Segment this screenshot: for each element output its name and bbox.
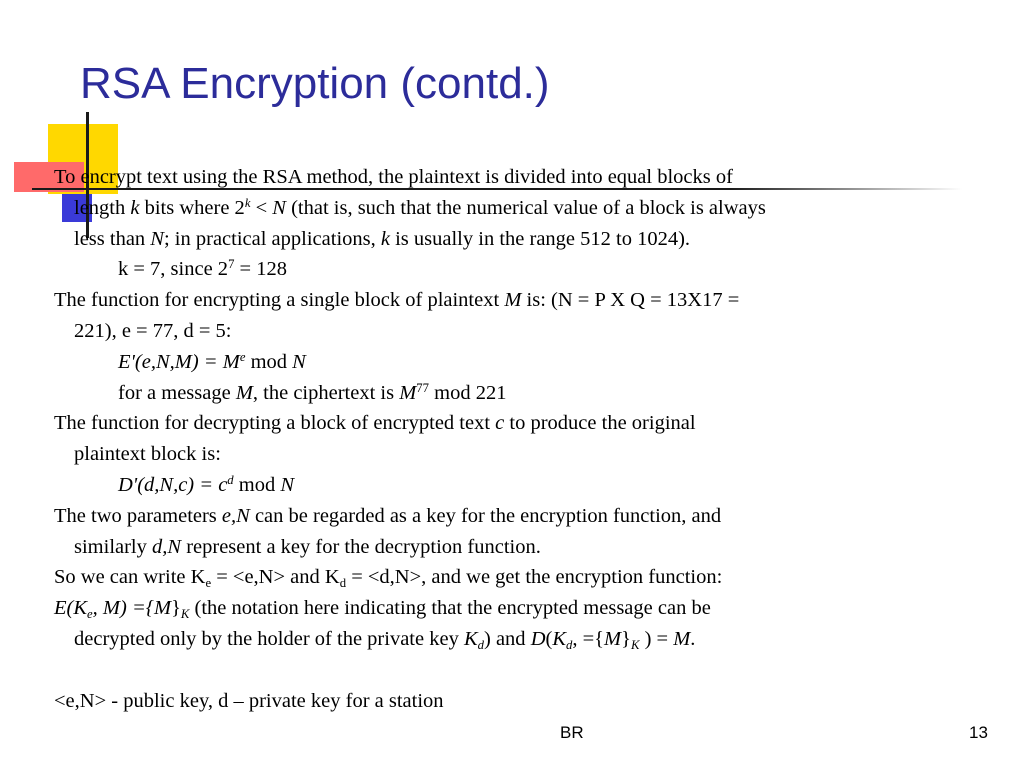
footer-author: BR — [560, 723, 584, 742]
text-segment: plaintext block is: — [74, 443, 221, 466]
slide-title: RSA Encryption (contd.) — [80, 59, 550, 108]
body-line: The function for decrypting a block of e… — [54, 408, 696, 438]
text-segment: N — [150, 227, 164, 250]
text-segment: represent a key for the decryption funct… — [181, 535, 541, 558]
body-line: length k bits where 2k < N (that is, suc… — [74, 193, 766, 223]
text-segment: d — [477, 637, 484, 652]
text-segment: ) = — [639, 628, 674, 650]
text-segment: mod — [245, 350, 293, 373]
body-line: E'(e,N,M) = Me mod N — [118, 347, 306, 377]
text-segment: The function for decrypting a block of e… — [54, 412, 496, 435]
text-segment: E(K — [54, 597, 88, 620]
body-line: k = 7, since 27 = 128 — [118, 254, 287, 284]
text-segment: ; in practical applications, — [163, 227, 381, 250]
body-line: The function for encrypting a single blo… — [54, 285, 739, 315]
text-segment: k — [380, 227, 390, 250]
text-segment: <e,N> - public key, d – private key for … — [54, 689, 444, 712]
text-segment: M — [604, 628, 622, 650]
text-segment: M — [504, 289, 522, 312]
text-segment: 221), e = 77, d = 5: — [74, 320, 232, 342]
text-segment: e — [205, 576, 212, 591]
text-segment: k — [244, 195, 251, 210]
text-segment: K — [180, 607, 190, 621]
text-segment: d,N — [152, 535, 182, 558]
body-line: plaintext block is: — [74, 439, 221, 469]
text-segment: d — [566, 637, 573, 652]
text-segment: d — [227, 473, 234, 488]
text-segment: The function for encrypting a single blo… — [54, 289, 505, 312]
body-line: decrypted only by the holder of the priv… — [74, 624, 695, 654]
body-line: <e,N> - public key, d – private key for … — [54, 686, 444, 716]
body-line: less than N; in practical applications, … — [74, 224, 690, 254]
text-segment: d — [339, 576, 347, 591]
text-segment: , the ciphertext is — [252, 381, 400, 404]
text-segment: similarly — [74, 535, 153, 558]
body-line: E(Ke, M) ={M}K (the notation here indica… — [54, 593, 711, 623]
text-segment: N — [280, 474, 295, 496]
text-segment: N — [272, 196, 286, 219]
text-segment: less than — [74, 227, 151, 250]
body-line: D'(d,N,c) = cd mod N — [118, 470, 294, 500]
body-line: for a message M, the ciphertext is M77 m… — [118, 378, 506, 408]
text-segment: e,N — [221, 504, 250, 527]
text-segment: So we can write K — [54, 566, 206, 589]
text-segment: To encrypt text using the RSA method, th… — [54, 166, 733, 188]
text-segment: length — [74, 196, 131, 219]
text-segment: D — [530, 628, 546, 650]
text-segment: (the notation here indicating that the e… — [189, 597, 711, 620]
text-segment: E'(e,N,M) = M — [118, 350, 240, 373]
text-segment: bits where 2 — [139, 196, 245, 219]
text-segment: k — [130, 196, 140, 219]
text-segment: can be regarded as a key for the encrypt… — [249, 504, 722, 527]
text-segment: K — [463, 628, 478, 650]
text-segment: c — [495, 412, 505, 435]
text-segment: M — [673, 628, 691, 650]
text-segment: The two parameters — [54, 504, 222, 527]
text-segment: M — [235, 381, 253, 404]
text-segment: mod — [233, 474, 281, 496]
body-line: So we can write Ke = <e,N> and Kd = <d,N… — [54, 562, 722, 592]
body-line: The two parameters e,N can be regarded a… — [54, 501, 721, 531]
text-segment: is: (N = P X Q = 13X17 = — [521, 289, 740, 312]
text-segment: ( — [545, 628, 553, 650]
text-segment: e — [239, 349, 246, 364]
text-segment: mod 221 — [429, 381, 507, 404]
text-segment: = <d,N>, and we get the encryption funct… — [346, 566, 723, 589]
text-segment: for a message — [118, 381, 236, 404]
decor-vertical-line — [86, 112, 89, 238]
body-line: To encrypt text using the RSA method, th… — [54, 162, 733, 192]
decor-horizontal-rule — [32, 188, 962, 190]
body-line: similarly d,N represent a key for the de… — [74, 532, 541, 562]
text-segment: M — [399, 381, 417, 404]
text-segment: N — [292, 350, 306, 373]
text-segment: K — [630, 637, 640, 652]
text-segment: D'(d,N,c) = c — [118, 474, 228, 496]
text-segment: k = 7, since 2 — [118, 258, 229, 281]
text-segment: = 128 — [234, 258, 287, 281]
text-segment: 7 — [228, 257, 235, 272]
decor-red-bar — [14, 162, 84, 192]
text-segment: decrypted only by the holder of the priv… — [74, 628, 464, 650]
text-segment: K — [552, 628, 567, 650]
text-segment: } — [171, 597, 181, 620]
text-segment: , M) ={ — [92, 597, 154, 620]
text-segment: M — [153, 597, 172, 620]
text-segment: ) and — [484, 628, 531, 650]
text-segment: < — [250, 196, 273, 219]
text-segment: 77 — [416, 380, 429, 395]
slide-number: 13 — [969, 723, 988, 742]
text-segment: } — [621, 628, 631, 650]
body-line: 221), e = 77, d = 5: — [74, 316, 232, 346]
text-segment: , ={ — [572, 628, 605, 650]
text-segment: . — [690, 628, 696, 650]
text-segment: = <e,N> and K — [211, 566, 340, 589]
text-segment: is usually in the range 512 to 1024). — [389, 227, 691, 250]
text-segment: (that is, such that the numerical value … — [285, 196, 766, 219]
text-segment: to produce the original — [504, 412, 696, 435]
text-segment: e — [87, 607, 93, 621]
